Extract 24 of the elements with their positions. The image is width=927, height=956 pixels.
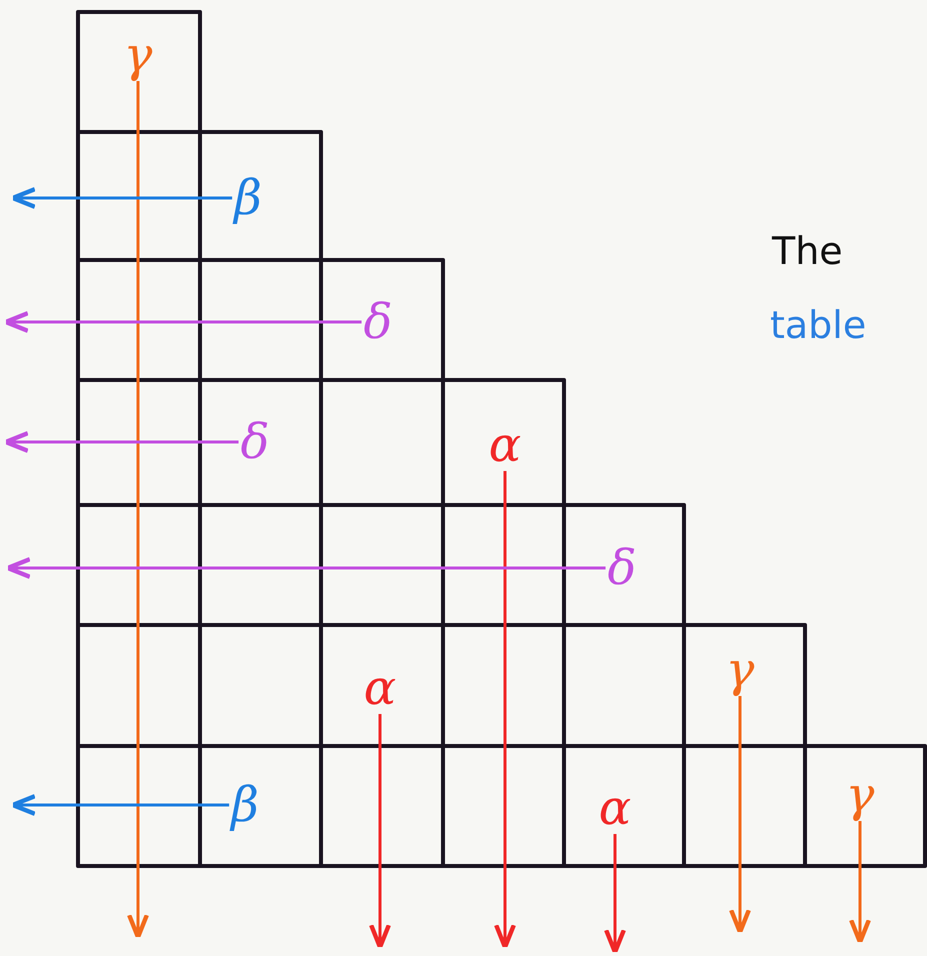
arrow	[127, 81, 149, 940]
arrow	[10, 794, 230, 816]
greek-letter: α	[598, 784, 632, 832]
arrow	[494, 471, 516, 950]
handwritten-note: table	[770, 306, 866, 344]
arrow	[6, 557, 606, 579]
arrow	[604, 834, 626, 954]
greek-letter: γ	[726, 646, 754, 694]
greek-letter: γ	[124, 31, 152, 79]
greek-letter: β	[231, 781, 259, 829]
arrow	[729, 696, 751, 934]
arrow	[4, 311, 362, 333]
handwritten-note: The	[772, 232, 843, 270]
arrow	[10, 187, 232, 209]
arrow	[849, 821, 871, 944]
greek-letter: β	[234, 174, 262, 222]
arrow	[4, 431, 239, 453]
greek-letter: α	[488, 421, 522, 469]
greek-letter: δ	[608, 544, 636, 592]
greek-letter: δ	[364, 298, 392, 346]
greek-letter: γ	[846, 771, 874, 819]
greek-letter: α	[364, 664, 396, 712]
greek-letter: δ	[240, 418, 270, 466]
arrow	[369, 714, 391, 950]
